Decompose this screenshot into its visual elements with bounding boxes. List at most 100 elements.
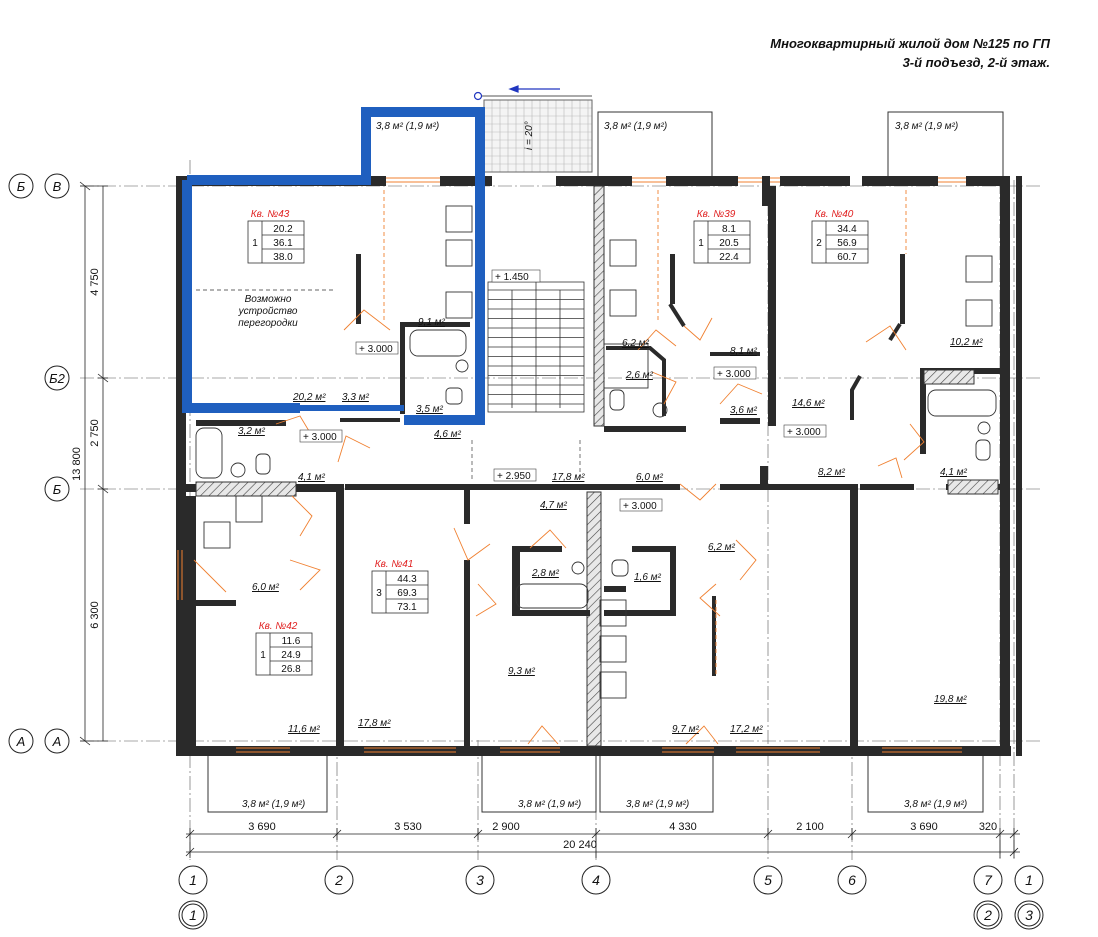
apartment-area-value: 34.4 xyxy=(837,224,857,235)
room-area: 20,2 м² xyxy=(292,392,326,403)
level-mark: + 1.450 xyxy=(495,272,529,283)
dim-height: 6 300 xyxy=(89,601,101,629)
dim-height: 2 750 xyxy=(89,419,101,447)
level-mark: + 3.000 xyxy=(359,344,393,355)
row-axis-label: А xyxy=(52,734,62,749)
apartment-name: Кв. №40 xyxy=(815,209,854,220)
dim-width: 3 530 xyxy=(394,821,422,833)
apartment-area-value: 20.5 xyxy=(719,238,739,249)
dim-width: 320 xyxy=(979,821,997,833)
row-axis-markers xyxy=(8,173,70,754)
apartment-name: Кв. №42 xyxy=(259,621,298,632)
room-area: 3,5 м² xyxy=(416,404,444,415)
stair-slope: i = 20° xyxy=(524,121,535,150)
apartment-table: Кв. №39 1 8.1 20.5 22.4 xyxy=(693,209,751,264)
balcony-area: 3,8 м² (1,9 м²) xyxy=(242,799,305,810)
room-area: 3,6 м² xyxy=(730,405,758,416)
apartment-table-frame xyxy=(255,632,313,676)
apartment-table-frame xyxy=(811,220,869,264)
apartment-rooms: 2 xyxy=(816,238,822,249)
plan-title: Многоквартирный жилой дом №125 по ГП xyxy=(770,36,1050,51)
room-area: 14,6 м² xyxy=(792,398,825,409)
level-mark: + 2.950 xyxy=(497,471,531,482)
room-area: 8,1 м² xyxy=(730,346,758,357)
apartment-rooms: 1 xyxy=(252,238,258,249)
apartment-area-value: 8.1 xyxy=(722,224,736,235)
room-area: 17,8 м² xyxy=(552,472,585,483)
col-axis-label: 6 xyxy=(848,872,856,888)
col-axis-label: 2 xyxy=(983,907,992,923)
room-areas: 9,1 м² 20,2 м² 3,3 м² 3,5 м² 4,6 м² 3,2 … xyxy=(238,317,983,735)
col-axis-label: 3 xyxy=(476,872,484,888)
row-axis-label: Б xyxy=(53,482,62,497)
vertical-dimensions xyxy=(79,181,109,746)
room-area: 2,6 м² xyxy=(625,370,654,381)
level-mark: + 3.000 xyxy=(623,501,657,512)
partition-note: Возможно xyxy=(245,294,292,305)
apartment-name: Кв. №43 xyxy=(251,209,290,220)
row-axis-label: Б xyxy=(17,179,26,194)
staircase xyxy=(487,281,585,413)
dim-height: 4 750 xyxy=(89,268,101,296)
dim-width: 3 690 xyxy=(248,821,276,833)
col-axis-markers xyxy=(178,865,1044,930)
row-axis-label: Б2 xyxy=(49,371,65,386)
dim-width: 3 690 xyxy=(910,821,938,833)
col-axis-label: 1 xyxy=(189,872,197,888)
room-area: 6,2 м² xyxy=(708,542,736,553)
row-axis-label: А xyxy=(16,734,26,749)
room-area: 4,6 м² xyxy=(434,429,462,440)
balcony-area: 3,8 м² (1,9 м²) xyxy=(895,121,958,132)
room-area: 6,0 м² xyxy=(636,472,664,483)
windows xyxy=(177,177,966,753)
apartment-area-value: 11.6 xyxy=(282,636,301,647)
apartment-area-value: 22.4 xyxy=(719,252,739,263)
entry-arrow xyxy=(473,85,592,101)
row-axis-label: В xyxy=(53,179,62,194)
room-area: 4,1 м² xyxy=(940,467,968,478)
balcony-area: 3,8 м² (1,9 м²) xyxy=(904,799,967,810)
dim-width: 4 330 xyxy=(669,821,697,833)
apartment-area-value: 26.8 xyxy=(281,664,301,675)
apartment-area-value: 60.7 xyxy=(837,252,857,263)
col-axis-label: 1 xyxy=(189,907,197,923)
partition-note: перегородки xyxy=(238,318,298,329)
balcony-area: 3,8 м² (1,9 м²) xyxy=(518,799,581,810)
apartment-area-value: 36.1 xyxy=(273,238,293,249)
dim-total-width: 20 240 xyxy=(563,839,597,851)
level-mark: + 3.000 xyxy=(717,369,751,380)
level-mark: + 3.000 xyxy=(787,427,821,438)
room-area: 4,1 м² xyxy=(298,472,326,483)
room-area: 3,3 м² xyxy=(342,392,370,403)
room-area: 10,2 м² xyxy=(950,337,983,348)
apartment-area-value: 24.9 xyxy=(281,650,301,661)
horizontal-dimensions xyxy=(185,828,1020,858)
apartment-table-frame xyxy=(371,570,429,614)
apartment-area-value: 56.9 xyxy=(837,238,857,249)
apartment-name: Кв. №39 xyxy=(697,209,736,220)
apartment-43-highlight xyxy=(182,107,485,425)
door-swings xyxy=(193,190,925,745)
room-area: 6,0 м² xyxy=(252,582,280,593)
balcony-area: 3,8 м² (1,9 м²) xyxy=(604,121,667,132)
angled-walls xyxy=(340,302,902,422)
room-area: 1,6 м² xyxy=(634,572,662,583)
dim-width: 2 100 xyxy=(796,821,824,833)
apartment-area-value: 73.1 xyxy=(397,602,417,613)
apartment-area-value: 20.2 xyxy=(273,224,293,235)
room-area: 9,3 м² xyxy=(508,666,536,677)
room-area: 19,8 м² xyxy=(934,694,967,705)
plan-subtitle: 3-й подъезд, 2-й этаж. xyxy=(902,55,1050,70)
col-axis-label: 5 xyxy=(764,872,772,888)
room-area: 6,2 м² xyxy=(622,338,650,349)
level-mark: + 3.000 xyxy=(303,432,337,443)
col-axis-label: 3 xyxy=(1025,907,1033,923)
apartment-rooms: 1 xyxy=(698,238,704,249)
room-area: 11,6 м² xyxy=(288,724,320,735)
